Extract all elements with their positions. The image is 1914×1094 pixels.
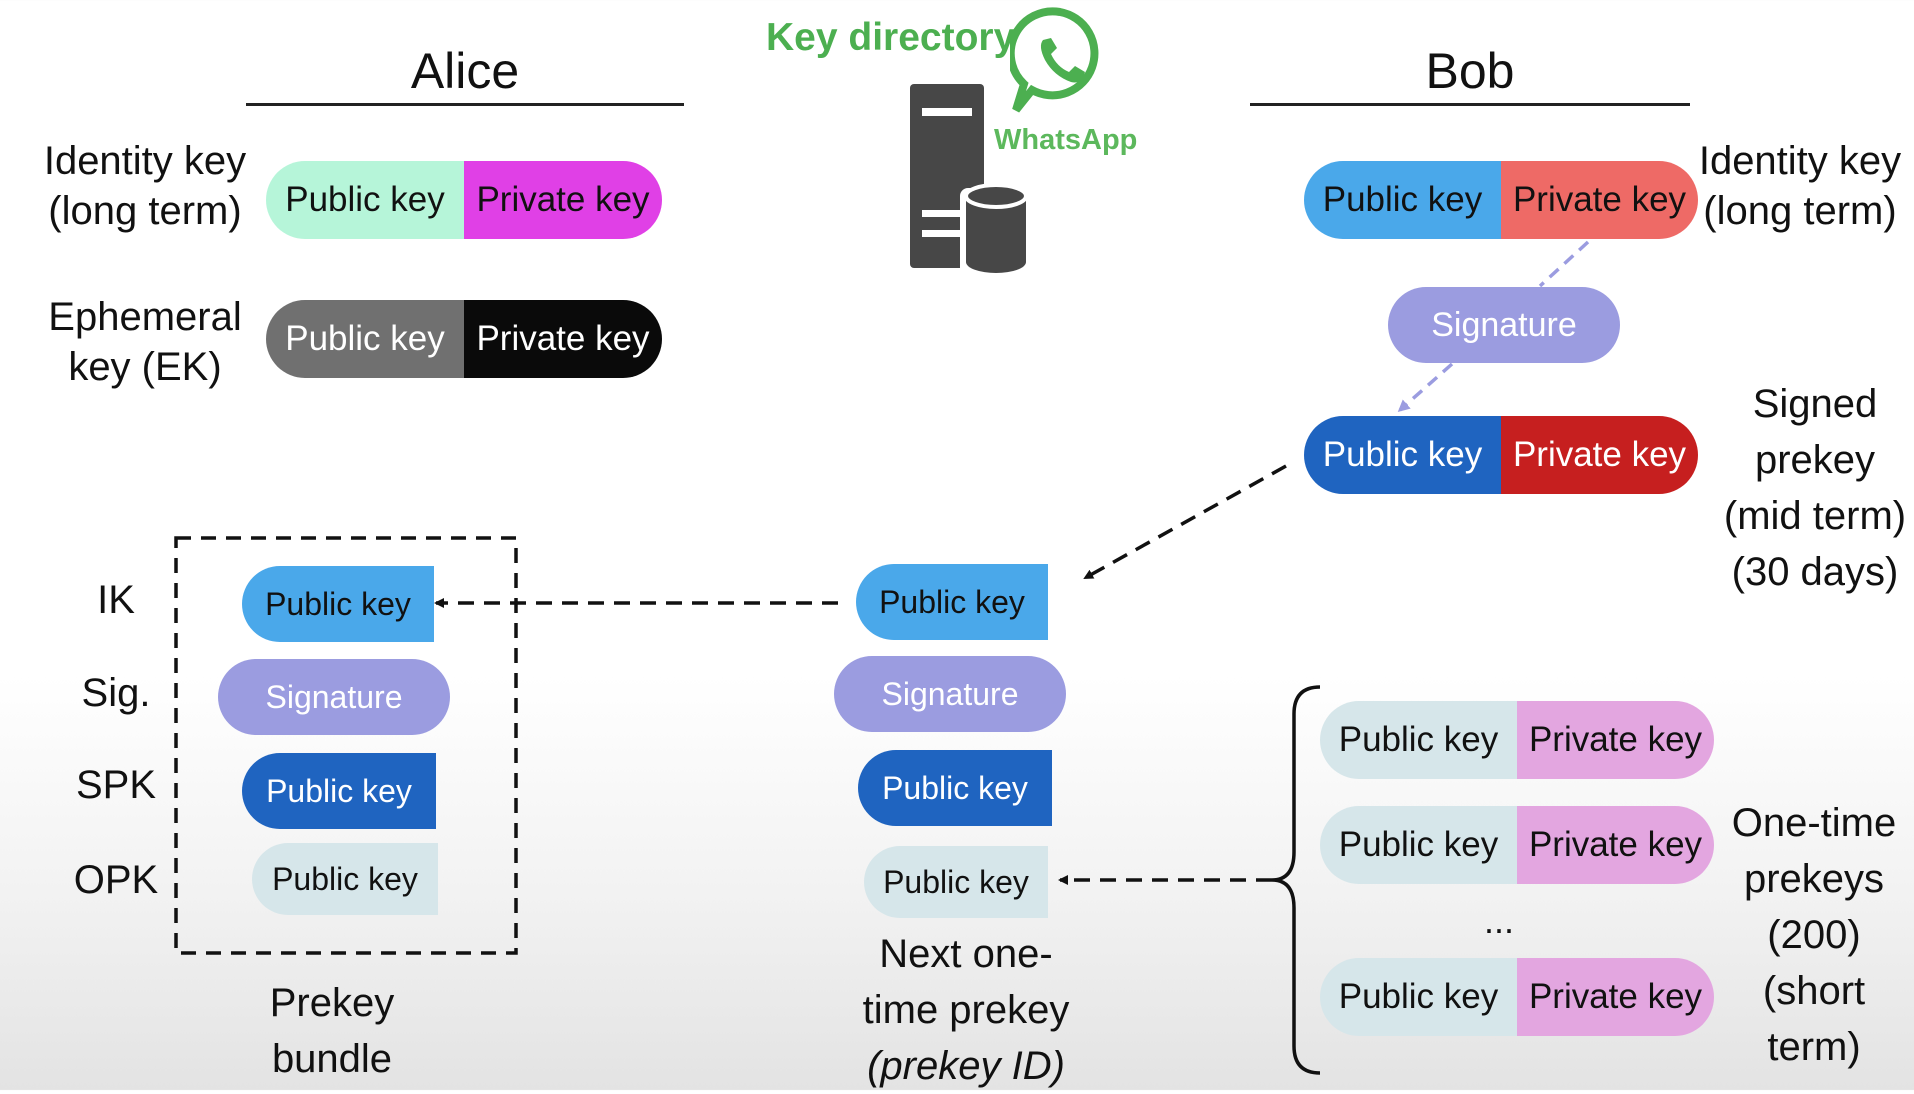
bob-heading: Bob [1425, 43, 1515, 99]
bundle-label-ik: IK [97, 578, 135, 622]
public-key-segment: Public key [266, 300, 464, 378]
spk-upload-arrow [1083, 464, 1287, 580]
alice-identity-keypair: Public key Private key [266, 161, 662, 239]
server-database-icon [910, 84, 1030, 280]
bundle-label-opk: OPK [73, 858, 159, 902]
alice-ephemeral-keypair: Public key Private key [266, 300, 662, 378]
key-directory-title: Key directory [766, 16, 1016, 59]
public-key-segment: Public key [1320, 701, 1517, 779]
bob-signature: Signature [1388, 287, 1620, 363]
bob-divider [1250, 103, 1690, 106]
opk-keypair: Public key Private key [1320, 701, 1714, 779]
prekey-bundle-box [174, 536, 518, 955]
public-key-segment: Public key [1304, 416, 1501, 494]
bundle-identity-public-key: Public key [242, 566, 434, 642]
private-key-segment: Private key [464, 161, 662, 239]
public-key-segment: Public key [266, 161, 464, 239]
whatsapp-logo-icon [1010, 7, 1099, 113]
next-one-time-prekey-caption: Next one- time prekey (prekey ID) [862, 932, 1070, 1088]
opk-keypair: Public key Private key [1320, 958, 1714, 1036]
bundle-label-sig: Sig. [81, 671, 151, 715]
whatsapp-label: WhatsApp [994, 124, 1138, 156]
server-signed-prekey-public-key: Public key [858, 750, 1052, 826]
opk-ellipsis: ... [1484, 900, 1515, 941]
bundle-label-spk: SPK [75, 763, 157, 807]
private-key-segment: Private key [1517, 701, 1714, 779]
bob-identity-keypair: Public key Private key [1304, 161, 1698, 239]
public-key-segment: Public key [1320, 806, 1517, 884]
public-key-segment: Public key [1320, 958, 1517, 1036]
bob-signed-prekey-pair: Public key Private key [1304, 416, 1698, 494]
server-identity-public-key: Public key [856, 564, 1048, 640]
private-key-segment: Private key [464, 300, 662, 378]
private-key-segment: Private key [1517, 958, 1714, 1036]
public-key-segment: Public key [1304, 161, 1501, 239]
server-signature: Signature [834, 656, 1066, 732]
server-one-time-prekey-public-key: Public key [864, 846, 1048, 918]
signature-to-spk-arrow [1397, 362, 1454, 412]
bob-identity-label: Identity key(long term) [1698, 139, 1902, 233]
bundle-one-time-prekey-public-key: Public key [252, 843, 438, 915]
opk-brace [1271, 685, 1321, 1075]
bundle-signature: Signature [218, 659, 450, 735]
private-key-segment: Private key [1517, 806, 1714, 884]
bundle-signed-prekey-public-key: Public key [242, 753, 436, 829]
private-key-segment: Private key [1501, 161, 1698, 239]
alice-divider [246, 103, 684, 106]
private-key-segment: Private key [1501, 416, 1698, 494]
identity-to-signature-arrow [1538, 240, 1590, 288]
opk-keypair: Public key Private key [1320, 806, 1714, 884]
alice-identity-label: Identity key(long term) [43, 139, 247, 233]
alice-heading: Alice [410, 43, 520, 99]
